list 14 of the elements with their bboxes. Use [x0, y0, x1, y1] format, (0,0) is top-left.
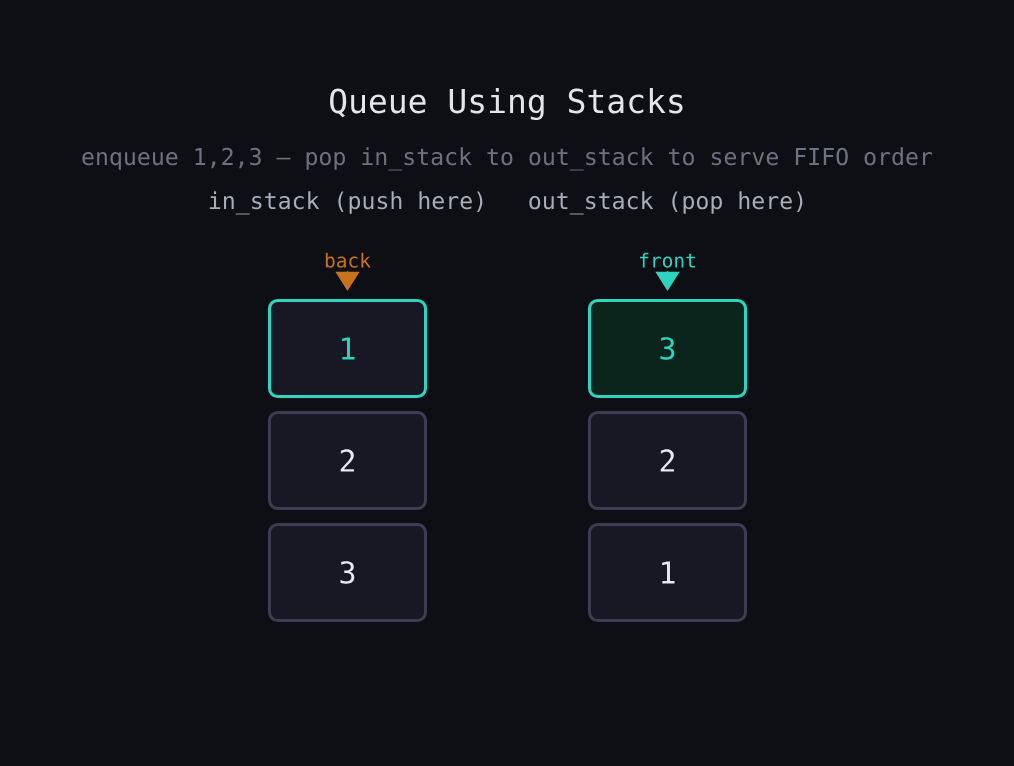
- pointer-arrow: [655, 270, 680, 291]
- subtitle: enqueue 1,2,3 — pop in_stack to out_stack to serve FIFO order: [82, 147, 933, 171]
- stack-box: 1: [588, 523, 747, 622]
- pointer-label: back: [325, 252, 371, 268]
- title: Queue Using Stacks: [330, 87, 683, 121]
- stack-box: 1: [268, 299, 427, 398]
- stack-box: 3: [588, 299, 747, 398]
- stack-box: 2: [588, 411, 747, 510]
- stack-box: 3: [268, 523, 427, 622]
- column-heading: out_stack (pop here): [529, 191, 803, 215]
- pointer-label: front: [640, 252, 695, 268]
- pointer-arrow: [335, 270, 360, 291]
- column-heading: in_stack (push here): [209, 191, 483, 215]
- stack-box: 2: [268, 411, 427, 510]
